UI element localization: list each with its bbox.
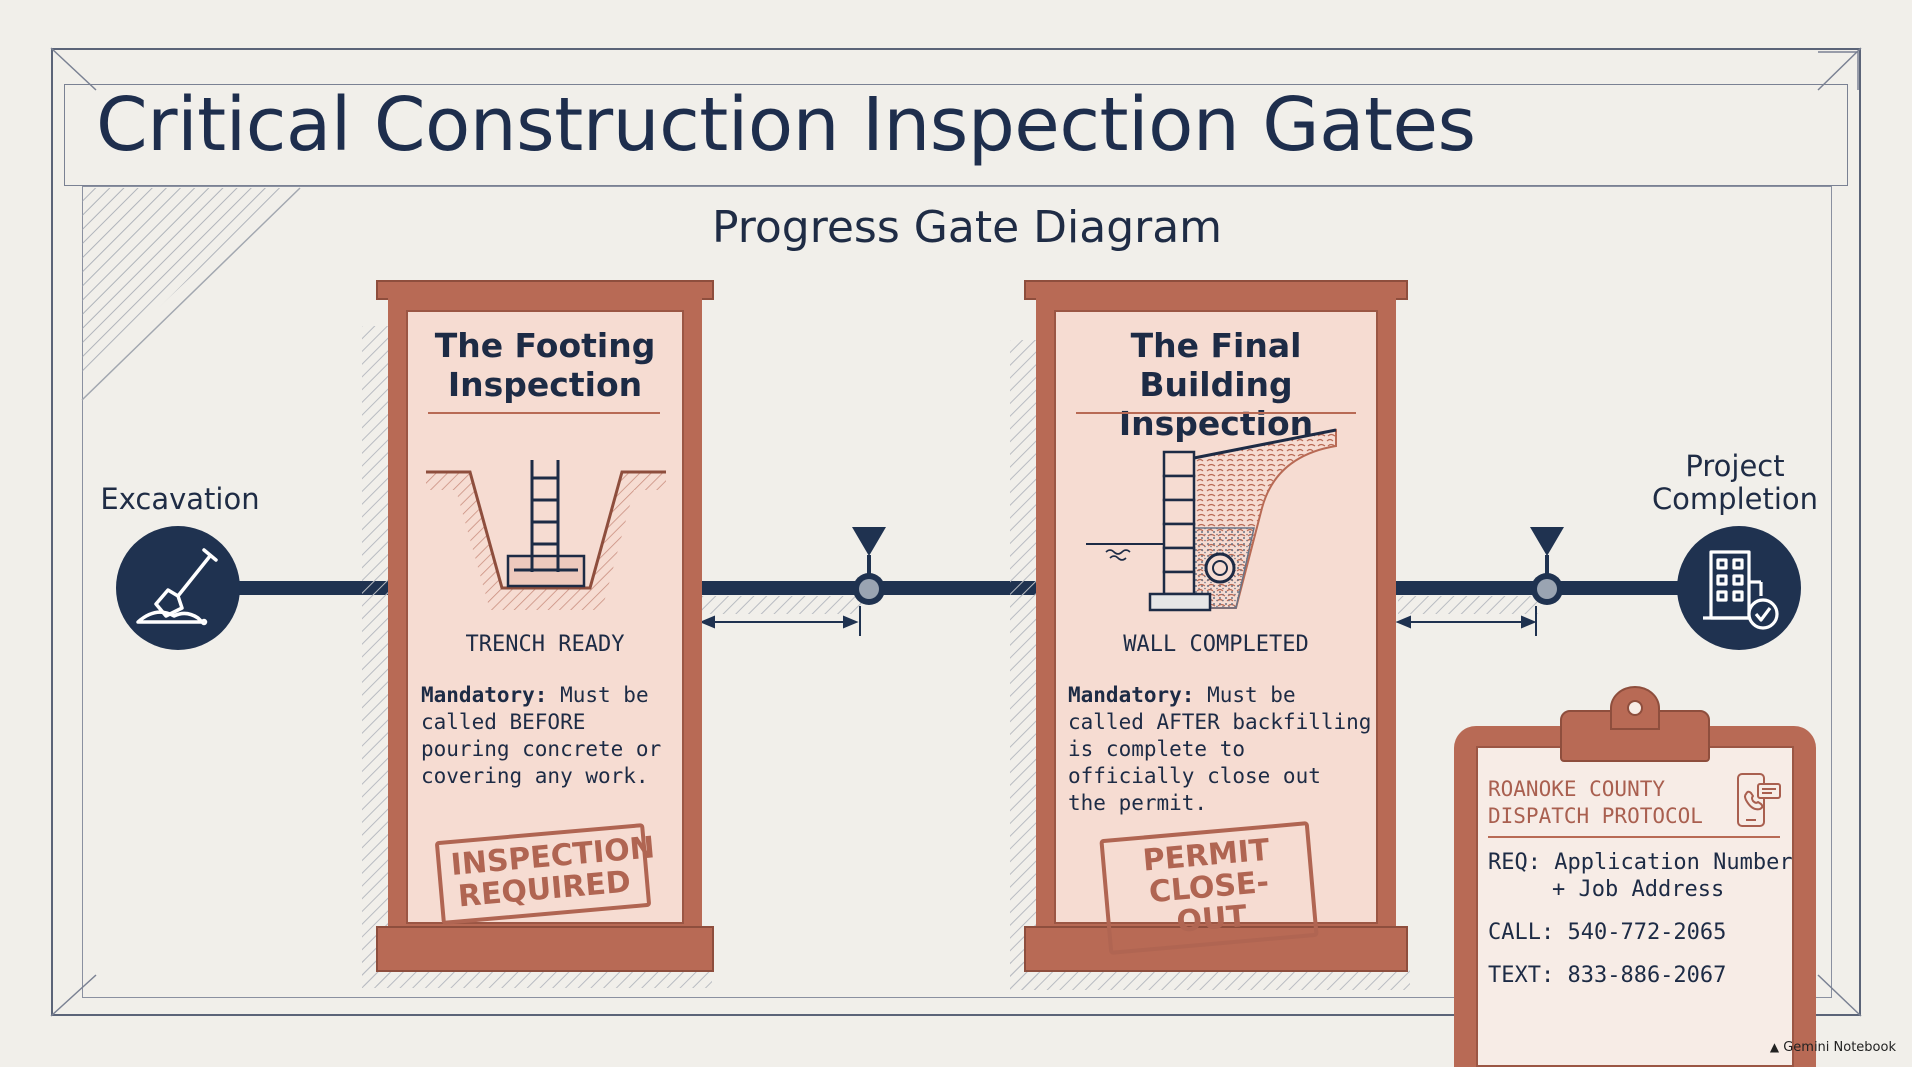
gate-1-status: TRENCH READY xyxy=(465,632,625,657)
clipboard-heading-line2: DISPATCH PROTOCOL xyxy=(1488,804,1703,828)
gate-1-description: Mandatory: Must be called BEFORE pouring… xyxy=(421,682,681,790)
start-node-label: Excavation xyxy=(100,482,260,516)
gate-2-divider xyxy=(1076,412,1356,414)
gate-2-base xyxy=(1024,926,1408,972)
gate-2-body-line4: officially close out xyxy=(1068,764,1321,788)
clipboard-text: TEXT: 833-886-2067 xyxy=(1488,963,1727,988)
gate-2-status: WALL COMPLETED xyxy=(1123,632,1309,657)
trench-rebar-icon xyxy=(426,460,666,610)
gate-2-title-line2: Inspection xyxy=(1118,404,1314,443)
clipboard-req-line2: + Job Address xyxy=(1552,877,1725,902)
gate-1-title-line2: Inspection xyxy=(447,365,643,404)
title-band xyxy=(64,84,1848,186)
end-node-label-line1: Project xyxy=(1685,449,1785,483)
gate-2-stamp: PERMIT CLOSE-OUT xyxy=(1099,821,1319,955)
gate-1-body-line1: Must be xyxy=(547,683,649,707)
gate-1-divider xyxy=(428,412,660,414)
gate-2-description: Mandatory: Must be called AFTER backfill… xyxy=(1068,682,1378,817)
watermark: ▲ Gemini Notebook xyxy=(1770,1040,1896,1055)
gate-1-base xyxy=(376,926,714,972)
watermark-logo-icon: ▲ xyxy=(1769,1040,1780,1054)
checkpoint-marker-2 xyxy=(1530,527,1564,605)
gate-1-mandatory-label: Mandatory: xyxy=(421,683,548,707)
end-node-label: Project Completion xyxy=(1640,450,1830,516)
end-node-label-line2: Completion xyxy=(1651,482,1819,516)
gate-1-body-line3: pouring concrete or xyxy=(421,737,662,761)
gate-2-title: The Final Building Inspection xyxy=(1054,326,1378,443)
watermark-text: Gemini Notebook xyxy=(1783,1040,1896,1055)
end-node xyxy=(1677,526,1801,650)
gate-2-body-line5: the permit. xyxy=(1068,791,1208,815)
building-check-icon xyxy=(1703,550,1779,630)
gate-2-body-line1: Must be xyxy=(1194,683,1296,707)
diagram-subtitle: Progress Gate Diagram xyxy=(712,202,1223,253)
gate-2-title-line1: The Final Building xyxy=(1130,326,1302,404)
clipboard-call: CALL: 540-772-2065 xyxy=(1488,920,1727,945)
gate-2-body-line3: is complete to xyxy=(1068,737,1246,761)
clipboard-heading: ROANOKE COUNTY DISPATCH PROTOCOL xyxy=(1488,776,1703,830)
retaining-wall-icon xyxy=(1086,428,1337,612)
clipboard-divider xyxy=(1488,836,1780,838)
gate-1-title: The Footing Inspection xyxy=(406,326,684,404)
clipboard-paper xyxy=(1476,746,1794,1067)
checkpoint-marker-1 xyxy=(852,527,886,605)
gate-1-body-line4: covering any work. xyxy=(421,764,649,788)
clipboard-heading-line1: ROANOKE COUNTY xyxy=(1488,777,1666,801)
start-node xyxy=(116,526,240,650)
page-title: Critical Construction Inspection Gates xyxy=(96,82,1476,168)
shovel-icon xyxy=(136,548,218,626)
clipboard-clip-top xyxy=(1610,686,1660,730)
clipboard-clip-hole xyxy=(1627,700,1643,716)
gate-2-body-line2: called AFTER backfilling xyxy=(1068,710,1372,734)
clipboard-req-line1: REQ: Application Number xyxy=(1488,850,1793,875)
outer-frame xyxy=(51,48,1861,1016)
phone-message-icon xyxy=(1737,773,1781,827)
gate-1-title-line1: The Footing xyxy=(434,326,656,365)
gate-1-body-line2: called BEFORE xyxy=(421,710,586,734)
gate-2-mandatory-label: Mandatory: xyxy=(1068,683,1195,707)
gate-1-top-beam xyxy=(376,280,714,300)
gate-2-top-beam xyxy=(1024,280,1408,300)
inner-frame xyxy=(82,186,1832,998)
